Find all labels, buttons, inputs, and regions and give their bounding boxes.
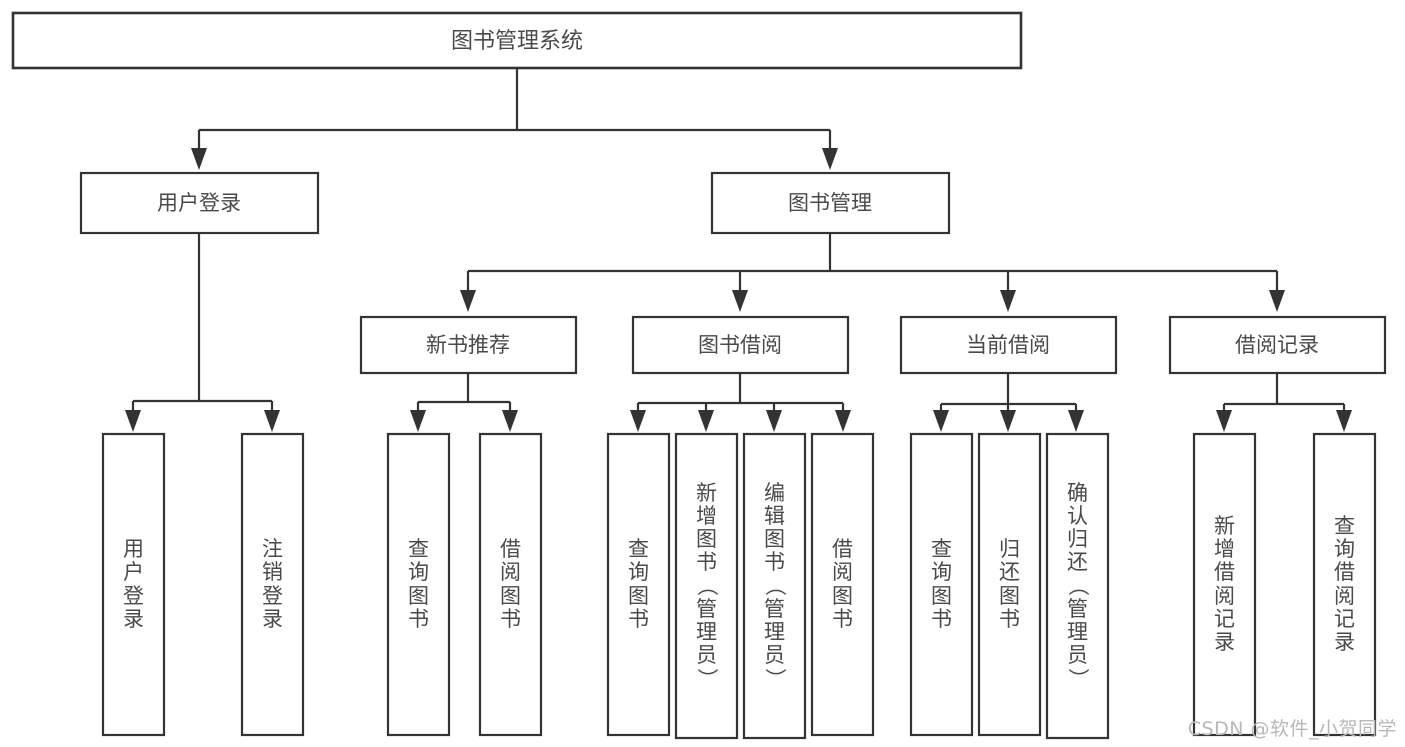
- leaf-box-return-book[interactable]: [977, 432, 1042, 737]
- leaf-box-user-login[interactable]: [101, 432, 166, 737]
- current-borrow-box: [899, 315, 1118, 375]
- borrow-record-label: 借阅记录: [1235, 333, 1319, 357]
- current-borrow-label: 当前借阅: [966, 333, 1050, 357]
- new-book-recommend-box: [359, 315, 578, 375]
- arrow-head-icon: [1269, 290, 1285, 312]
- arrow-head-icon: [1000, 290, 1016, 312]
- user-login-box: [79, 171, 320, 235]
- arrow-head-icon: [835, 410, 851, 432]
- arrow-head-icon: [410, 410, 426, 432]
- leaf-box-borrow-book-2[interactable]: [810, 432, 875, 737]
- arrow-head-icon: [191, 148, 207, 170]
- arrow-head-icon: [264, 410, 280, 432]
- connector-root-to-level1: [191, 68, 838, 170]
- connector-new-book-recommend-to-leaves: [410, 373, 518, 432]
- arrow-head-icon: [125, 410, 141, 432]
- leaf-box-add-record[interactable]: [1192, 432, 1257, 737]
- node-borrow-record[interactable]: 借阅记录: [1168, 315, 1387, 375]
- leaf-box-logout[interactable]: [240, 432, 305, 737]
- arrow-head-icon: [502, 410, 518, 432]
- leaf-box-borrow-book-1[interactable]: [478, 432, 543, 737]
- arrow-head-icon: [460, 290, 476, 312]
- user-login-label: 用户登录: [157, 191, 241, 215]
- leaf-box-edit-book[interactable]: [742, 432, 807, 740]
- arrow-head-icon: [1216, 410, 1232, 432]
- connector-borrow-record-to-leaves: [1216, 373, 1352, 432]
- arrow-head-icon: [1068, 410, 1084, 432]
- node-book-borrow[interactable]: 图书借阅: [631, 315, 850, 375]
- book-manage-label: 图书管理: [788, 191, 872, 215]
- leaf-box-query-record[interactable]: [1312, 432, 1377, 737]
- arrow-head-icon: [1000, 410, 1016, 432]
- new-book-recommend-label: 新书推荐: [426, 333, 510, 357]
- arrow-head-icon: [822, 148, 838, 170]
- connector-current-borrow-to-leaves: [933, 373, 1084, 432]
- leaf-box-confirm-return[interactable]: [1045, 432, 1110, 740]
- node-current-borrow[interactable]: 当前借阅: [899, 315, 1118, 375]
- node-root-system[interactable]: 图书管理系统: [11, 11, 1023, 70]
- leaf-box-query-book-2[interactable]: [606, 432, 671, 737]
- leaf-box-add-book[interactable]: [674, 432, 739, 740]
- leaf-box-query-book-1[interactable]: [386, 432, 451, 737]
- connector-book-manage-to-level2: [460, 233, 1285, 312]
- connector-user-login-to-leaves: [125, 233, 280, 432]
- arrow-head-icon: [732, 290, 748, 312]
- leaf-box-query-book-3[interactable]: [909, 432, 974, 737]
- root-label: 图书管理系统: [451, 29, 583, 54]
- node-user-login[interactable]: 用户登录: [79, 171, 320, 235]
- node-new-book-recommend[interactable]: 新书推荐: [359, 315, 578, 375]
- arrow-head-icon: [630, 410, 646, 432]
- root-box: [11, 11, 1023, 70]
- arrow-head-icon: [766, 410, 782, 432]
- arrow-head-icon: [933, 410, 949, 432]
- book-borrow-label: 图书借阅: [698, 333, 782, 357]
- arrow-head-icon: [1336, 410, 1352, 432]
- node-book-manage[interactable]: 图书管理: [710, 171, 951, 235]
- csdn-watermark: CSDN @软件_小贺同学: [1187, 718, 1397, 740]
- connector-book-borrow-to-leaves: [630, 373, 851, 432]
- arrow-head-icon: [698, 410, 714, 432]
